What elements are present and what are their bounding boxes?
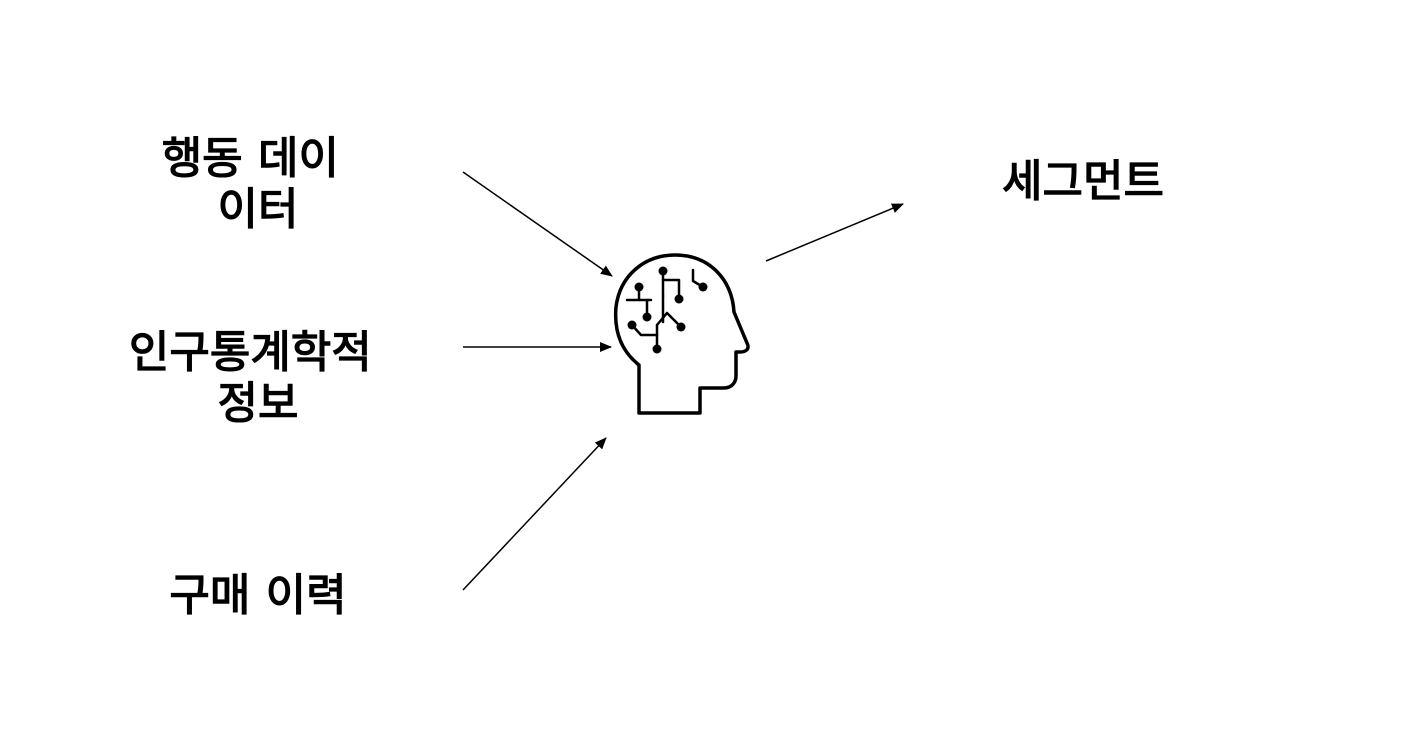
input-label-purchase: 구매 이력	[169, 570, 346, 621]
arrow-purchase-to-brain	[462, 437, 607, 591]
arrow-brain-to-segment	[765, 203, 904, 262]
output-label-segment: 세그먼트	[1002, 156, 1164, 207]
arrow-behavior-to-brain	[462, 171, 613, 277]
input-label-behavior: 행동 데이 이터	[162, 133, 355, 235]
input-label-demographic: 인구통계학적 정보	[129, 327, 387, 429]
ai-brain-head-icon	[613, 253, 750, 415]
